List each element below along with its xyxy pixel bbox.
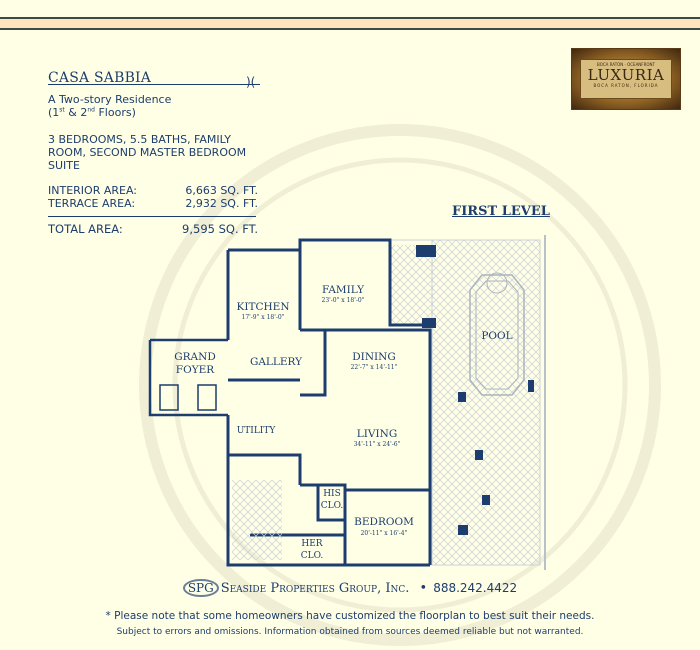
subtitle-line2: (1st & 2nd Floors) (48, 106, 171, 119)
bullet: • (419, 581, 428, 596)
floors-sup: st (59, 106, 65, 114)
room-family-dims: 23'-0" x 18'-0" (322, 297, 365, 304)
room-his-closet-line2: CLO. (321, 501, 344, 511)
room-family: FAMILY (322, 284, 365, 296)
area-label: TERRACE AREA: (48, 197, 136, 210)
floors-text: Floors) (94, 106, 136, 119)
floors-sup: nd (87, 106, 95, 114)
total-label: TOTAL AREA: (48, 222, 123, 236)
room-bedroom-dims: 20'-11" x 16'-4" (361, 530, 408, 537)
total-value: 9,595 SQ. FT. (182, 222, 258, 236)
walls (226, 238, 432, 567)
terrace (392, 239, 541, 566)
interior-area-row: INTERIOR AREA: 6,663 SQ. FT. (48, 184, 258, 197)
header-rule-bottom (0, 28, 700, 30)
company-name: Seaside Properties Group, Inc. (220, 581, 410, 596)
disclaimer: Subject to errors and omissions. Informa… (116, 627, 584, 637)
ornament-icon: )( (246, 75, 256, 89)
customization-note: * Please note that some homeowners have … (105, 610, 595, 622)
phone-number: 888.242.4422 (433, 581, 518, 595)
bath-tile (232, 480, 282, 560)
logo-location: BOCA RATON, FLORIDA (593, 83, 659, 88)
area-label: INTERIOR AREA: (48, 184, 137, 197)
pool (469, 272, 525, 396)
room-utility: UTILITY (237, 426, 277, 436)
level-title: FIRST LEVEL (452, 204, 550, 219)
room-pool: POOL (481, 330, 512, 342)
terrace-area-row: TERRACE AREA: 2,932 SQ. FT. (48, 197, 258, 210)
room-grand-foyer-line1: GRAND (174, 351, 215, 363)
logo-word: LUXURIA (587, 66, 665, 84)
columns (416, 245, 534, 535)
title-rule (48, 84, 260, 85)
floors-text: (1 (48, 106, 60, 119)
room-living-dims: 34'-11" x 24'-6" (354, 441, 401, 448)
room-grand-foyer-line2: FOYER (176, 364, 215, 376)
watermark-ring-outer (139, 124, 661, 646)
total-area-row: TOTAL AREA: 9,595 SQ. FT. (48, 223, 258, 236)
rooms-summary: 3 BEDROOMS, 5.5 BATHS, FAMILY ROOM, SECO… (48, 133, 247, 172)
spg-logo: SPG (182, 579, 219, 597)
residence-title: CASA SABBIA (48, 70, 152, 86)
room-kitchen-dims: 17'-9" x 18'-0" (242, 314, 285, 321)
terrace-hatch (390, 245, 435, 325)
logo-tagline: BOCA RATON · OCEANFRONT (597, 62, 655, 67)
room-her-closet-line1: HER (301, 539, 322, 549)
area-rule (48, 216, 256, 217)
room-gallery: GALLERY (250, 356, 303, 368)
subtitle-line1: A Two-story Residence (48, 93, 172, 106)
residence-subtitle: A Two-story Residence (1st & 2nd Floors) (48, 93, 171, 119)
room-living: LIVING (357, 428, 397, 440)
luxuria-logo: BOCA RATON · OCEANFRONT LUXURIA BOCA RAT… (571, 48, 681, 110)
room-dining: DINING (352, 351, 395, 363)
header-rule-top (0, 17, 700, 19)
area-value: 2,932 SQ. FT. (185, 197, 258, 210)
room-kitchen: KITCHEN (236, 301, 289, 313)
room-her-closet-line2: CLO. (301, 551, 324, 561)
grand-foyer-walls (148, 338, 228, 417)
room-dining-dims: 22'-7" x 14'-11" (351, 364, 398, 371)
floors-text: & 2 (64, 106, 88, 119)
area-value: 6,663 SQ. FT. (185, 184, 258, 197)
header-band (0, 19, 700, 28)
room-his-closet-line1: HIS (323, 489, 341, 499)
room-bedroom: BEDROOM (354, 516, 414, 528)
